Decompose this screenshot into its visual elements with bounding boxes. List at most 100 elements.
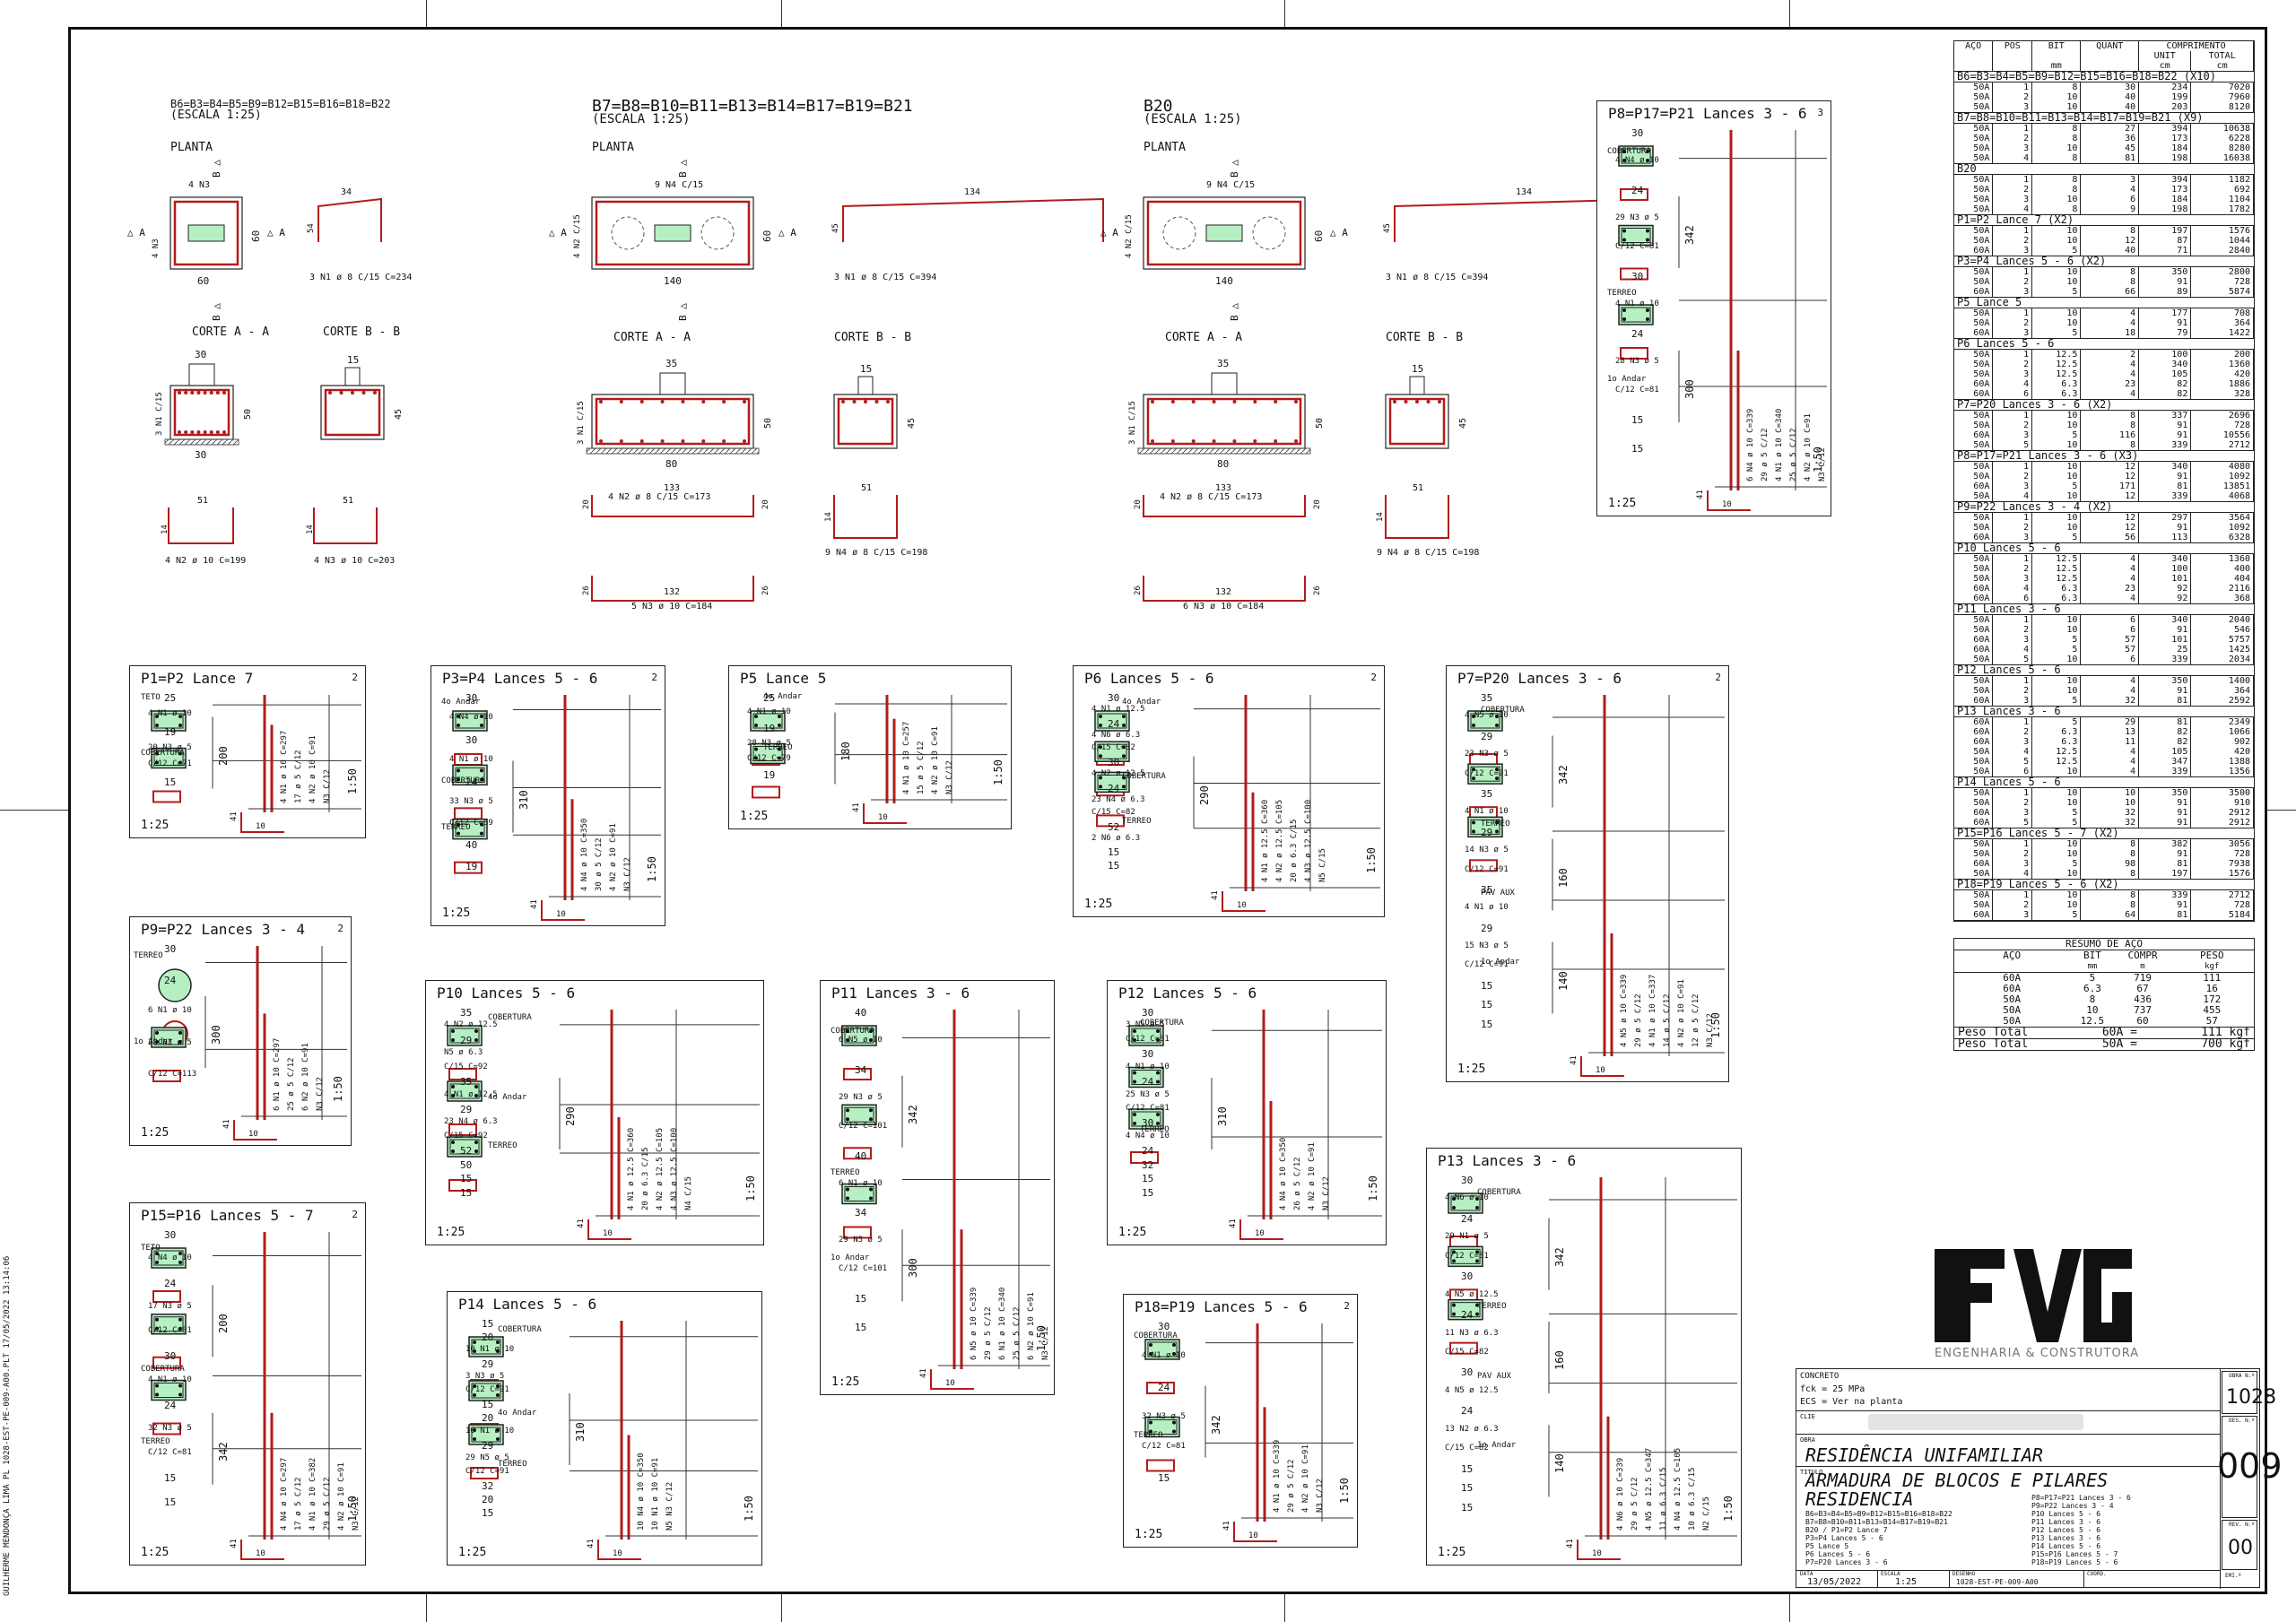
bar-dot bbox=[155, 1261, 159, 1264]
height-dimension: 140 bbox=[1553, 1453, 1566, 1474]
table-row-cell: 1182 bbox=[2190, 174, 2254, 185]
table-row-cell: 10 bbox=[2080, 787, 2140, 798]
level-label: 4o Andar bbox=[498, 1409, 537, 1418]
table-row-cell: 10 bbox=[2031, 625, 2082, 635]
table-row-cell: 29 bbox=[2080, 716, 2140, 727]
vertical-rebar-label: 25 ø 5 C/12 bbox=[1013, 1306, 1022, 1360]
table-row-cell: 2 bbox=[1992, 472, 2033, 481]
section-circle bbox=[158, 968, 192, 1002]
bar-dot bbox=[869, 1117, 873, 1122]
summary-header: BIT bbox=[2083, 950, 2101, 961]
summary-cell: 8 bbox=[2089, 993, 2096, 1005]
table-row-cell: 10 bbox=[2031, 512, 2082, 523]
vertical-rebar-label: 4 N5 ø 12.5 C=347 bbox=[1645, 1447, 1654, 1531]
bar4-side: 26 bbox=[1134, 585, 1143, 595]
table-row-cell: 728 bbox=[2190, 421, 2254, 430]
bar2-label: 4 N2 ø 8 C/15 C=173 bbox=[1160, 492, 1263, 502]
table-row-cell: 12.5 bbox=[2031, 553, 2082, 564]
vertical-rebar-label: 11 ø 6.3 C/15 bbox=[1659, 1467, 1668, 1531]
client-label: CLIE bbox=[1800, 1413, 1815, 1420]
cut-a-label: CORTE A - A bbox=[1165, 331, 1243, 344]
bar-dot bbox=[869, 1187, 873, 1192]
table-row-cell: 18 bbox=[2080, 328, 2140, 339]
table-row-cell: 3 bbox=[1992, 574, 2033, 584]
table-row-cell: 2 bbox=[1992, 236, 2033, 246]
table-row-cell: 82 bbox=[2138, 379, 2192, 389]
rebar-callout: 6 N5 ø 10 bbox=[839, 1035, 883, 1045]
rebar-callout: 4 N1 ø 10 bbox=[148, 708, 192, 718]
summary-total-cell: 60A = bbox=[2101, 1026, 2137, 1039]
hook-rebar bbox=[930, 1369, 974, 1390]
table-group-title: P6 Lances 5 - 6 bbox=[1954, 338, 2254, 350]
vertical-rebar-label: 25 ø 5 C/12 bbox=[287, 1057, 296, 1111]
rebar-callout: 2 N6 ø 6.3 bbox=[1091, 833, 1141, 843]
bar2-side: 20 bbox=[1134, 499, 1143, 509]
cut-a-pillar bbox=[1211, 372, 1238, 395]
section-rect bbox=[151, 747, 187, 769]
bar1-length: 34 bbox=[341, 187, 352, 197]
table-row-cell: 339 bbox=[2138, 767, 2192, 777]
plan-width-dim: 60 bbox=[197, 275, 210, 287]
rebar-callout: 17 N3 ø 5 bbox=[148, 1302, 192, 1312]
vertical-rebar-label: 17 ø 5 C/12 bbox=[294, 1477, 303, 1531]
rebar-callout: 4 N5 ø 12.5 bbox=[1445, 1385, 1499, 1395]
bar-dot bbox=[1622, 229, 1626, 233]
bar-dot bbox=[1099, 785, 1102, 789]
section-dim: 29 bbox=[460, 1104, 473, 1115]
cut-a-label: CORTE A - A bbox=[613, 331, 691, 344]
section-dim: 15 bbox=[460, 1173, 473, 1185]
bar-dot bbox=[1156, 1038, 1160, 1042]
pillar-title: P18=P19 Lances 5 - 6 bbox=[1135, 1298, 1308, 1315]
bar-dot bbox=[1622, 317, 1626, 321]
bar4-label: 5 N3 ø 10 C=184 bbox=[631, 602, 713, 612]
rebar-shape-n1 bbox=[317, 197, 382, 242]
table-group-title-cell: P15=P16 Lances 5 - 7 (X2) bbox=[1957, 827, 2119, 839]
hook-rebar bbox=[1580, 1056, 1624, 1077]
level-label: 1o Andar bbox=[1477, 1440, 1517, 1450]
table-subheader-cell bbox=[1954, 51, 1994, 61]
table-row-cell: 79 bbox=[2138, 328, 2192, 339]
rebar-callout: 4 N6 ø 10 bbox=[1445, 1193, 1489, 1203]
table-row-cell: 50A bbox=[1954, 134, 1994, 143]
bar-dot bbox=[869, 1038, 873, 1042]
section-dim: 19 bbox=[763, 768, 776, 781]
bar-dot bbox=[496, 1384, 500, 1388]
drawing-subtitle: RESIDENCIA bbox=[1805, 1488, 1914, 1510]
table-group-title-cell: P10 Lances 5 - 6 bbox=[1957, 542, 2061, 554]
block-title: B6=B3=B4=B5=B9=B12=B15=B16=B18=B22 bbox=[170, 98, 391, 110]
table-row-cell: 364 bbox=[2190, 318, 2254, 328]
hook-rebar bbox=[233, 1120, 277, 1141]
block-title: B7=B8=B10=B11=B13=B14=B17=B19=B21 bbox=[592, 97, 913, 116]
bar1-label: 3 N1 ø 8 C/15 C=394 bbox=[834, 273, 937, 282]
stirrup-shape bbox=[454, 861, 483, 874]
section-dim: 30 bbox=[1631, 127, 1644, 139]
table-row-cell: 50A bbox=[1954, 369, 1994, 379]
pillar-section bbox=[1205, 224, 1243, 242]
rebar-callout: C/12 C=91 bbox=[1465, 960, 1509, 970]
table-row-cell: 12.5 bbox=[2031, 757, 2082, 767]
table-group-title-cell: B7=B8=B10=B11=B13=B14=B17=B19=B21 (X9) bbox=[1957, 111, 2204, 124]
table-row-cell: 6228 bbox=[2190, 134, 2254, 143]
table-units-cell: mm bbox=[2031, 61, 2082, 72]
rebar-callout: 4 N2 ø 12.5 bbox=[444, 1020, 498, 1030]
block-scale: (ESCALA 1:25) bbox=[170, 108, 262, 122]
table-row-cell: 10 bbox=[2031, 266, 2082, 277]
cut-b-top-dim: 15 bbox=[1412, 363, 1424, 375]
bar1-label: 3 N1 ø 8 C/15 C=234 bbox=[309, 273, 413, 282]
summary-total-cell: 700 kgf bbox=[2201, 1037, 2250, 1051]
hook-end: 10 bbox=[603, 1229, 613, 1238]
table-row-cell: 3 bbox=[1992, 287, 2033, 298]
section-stirrup bbox=[1097, 713, 1127, 729]
table-row-cell: 339 bbox=[2138, 655, 2192, 665]
section-stirrup bbox=[1621, 148, 1651, 164]
section-stirrup bbox=[449, 1083, 480, 1099]
vertical-rebar-label: 4 N1 ø 10 C=257 bbox=[902, 721, 911, 794]
table-row-cell: 10 bbox=[2031, 102, 2082, 113]
title-list-item: P5 Lance 5 bbox=[1805, 1542, 1849, 1550]
vertical-rebar-label: 4 N1 ø 12.5 C=360 bbox=[627, 1127, 636, 1210]
